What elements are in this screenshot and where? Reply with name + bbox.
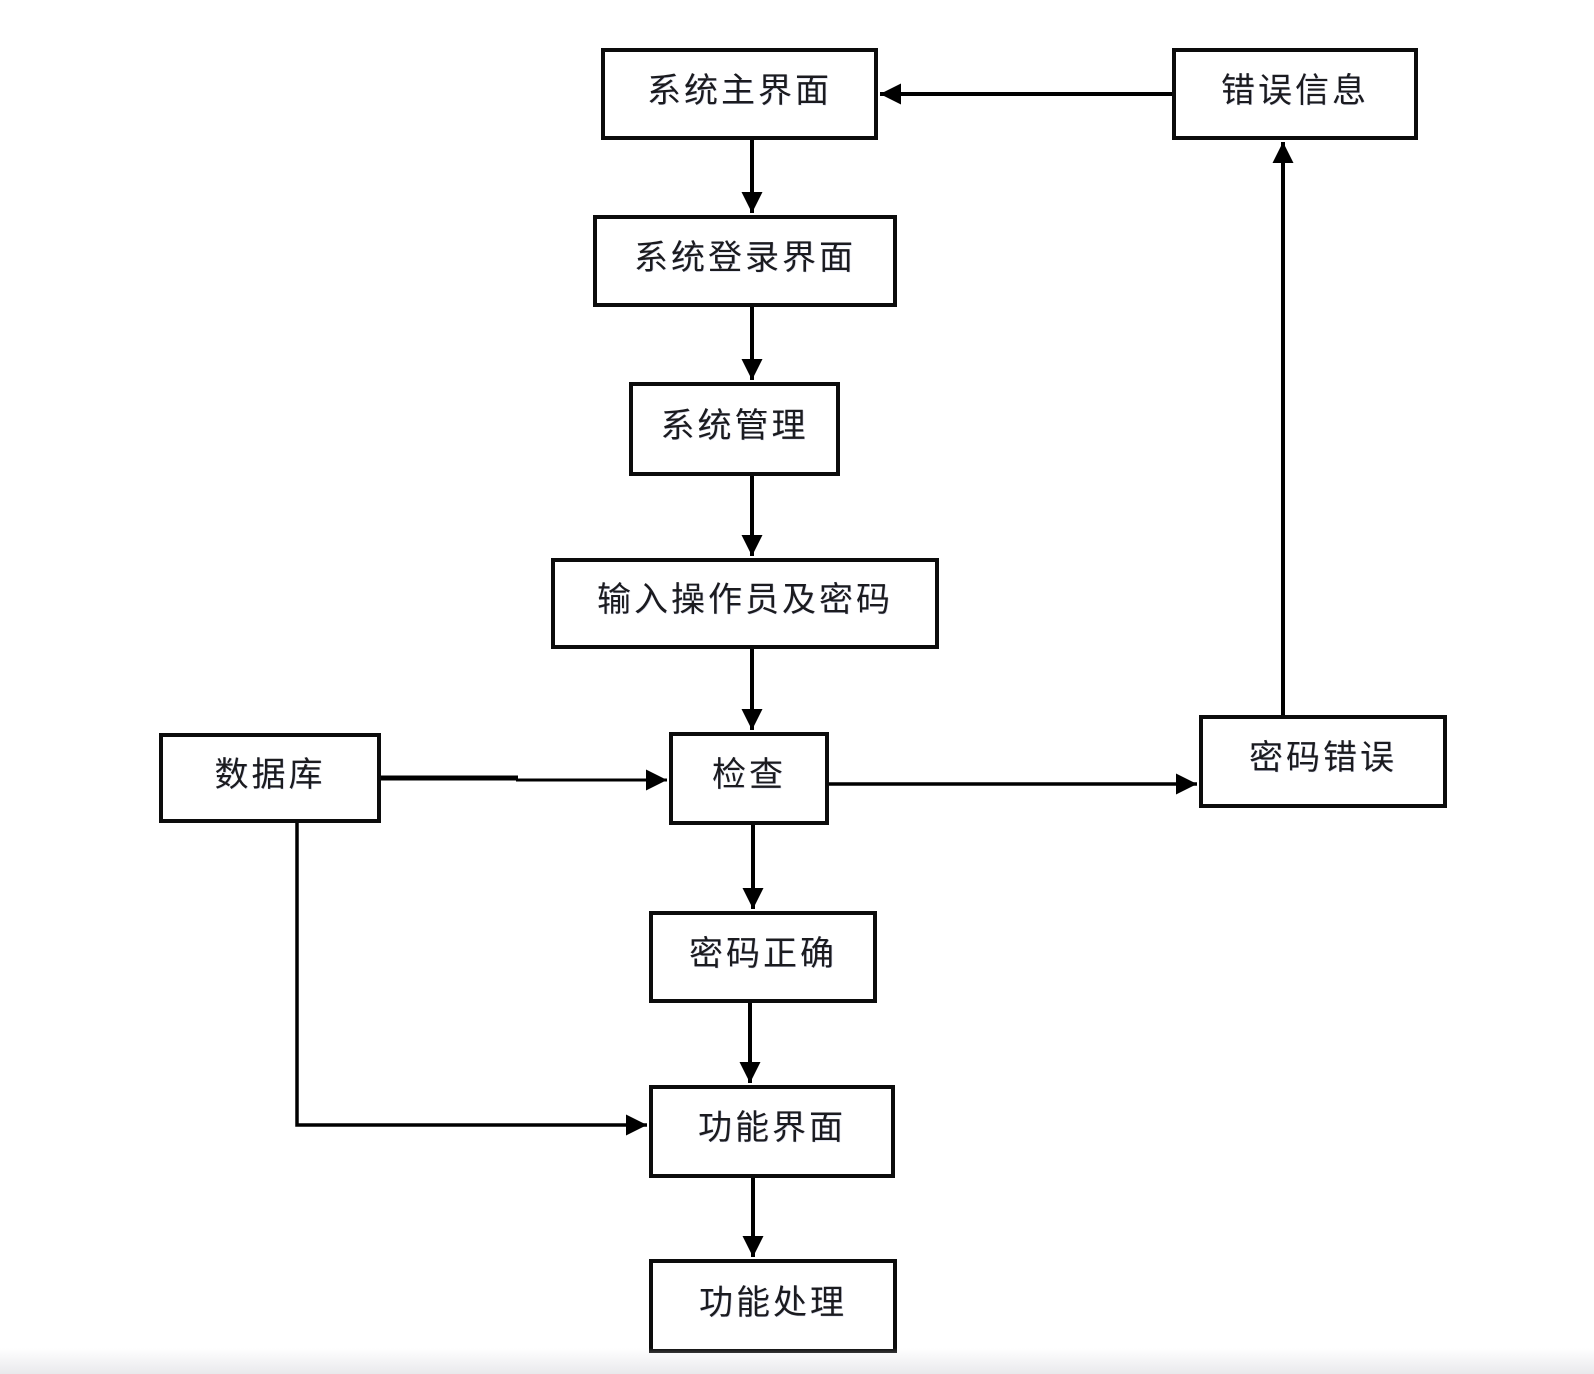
node-password-correct: 密码正确 [649, 911, 877, 1003]
node-check: 检查 [669, 732, 829, 825]
node-label: 检查 [712, 755, 786, 795]
node-system-login-interface: 系统登录界面 [593, 215, 897, 307]
node-label: 系统登录界面 [634, 237, 856, 278]
node-function-interface: 功能界面 [649, 1085, 895, 1178]
node-database: 数据库 [159, 733, 381, 823]
node-label: 输入操作员及密码 [597, 580, 893, 620]
node-label: 密码错误 [1249, 738, 1397, 778]
node-label: 功能处理 [699, 1282, 847, 1323]
node-label: 系统管理 [660, 405, 809, 446]
node-system-main-interface: 系统主界面 [601, 48, 878, 140]
node-label: 错误信息 [1221, 70, 1369, 111]
node-label: 系统主界面 [647, 70, 832, 111]
node-input-operator-password: 输入操作员及密码 [551, 558, 939, 649]
node-password-wrong: 密码错误 [1199, 715, 1447, 808]
node-label: 功能界面 [698, 1108, 846, 1148]
node-system-management: 系统管理 [629, 382, 840, 476]
node-function-processing: 功能处理 [649, 1259, 897, 1353]
node-label: 密码正确 [689, 933, 837, 974]
edge-database-to-funcui-arrow [295, 823, 647, 1136]
node-label: 数据库 [214, 754, 326, 795]
node-error-info: 错误信息 [1172, 48, 1418, 140]
